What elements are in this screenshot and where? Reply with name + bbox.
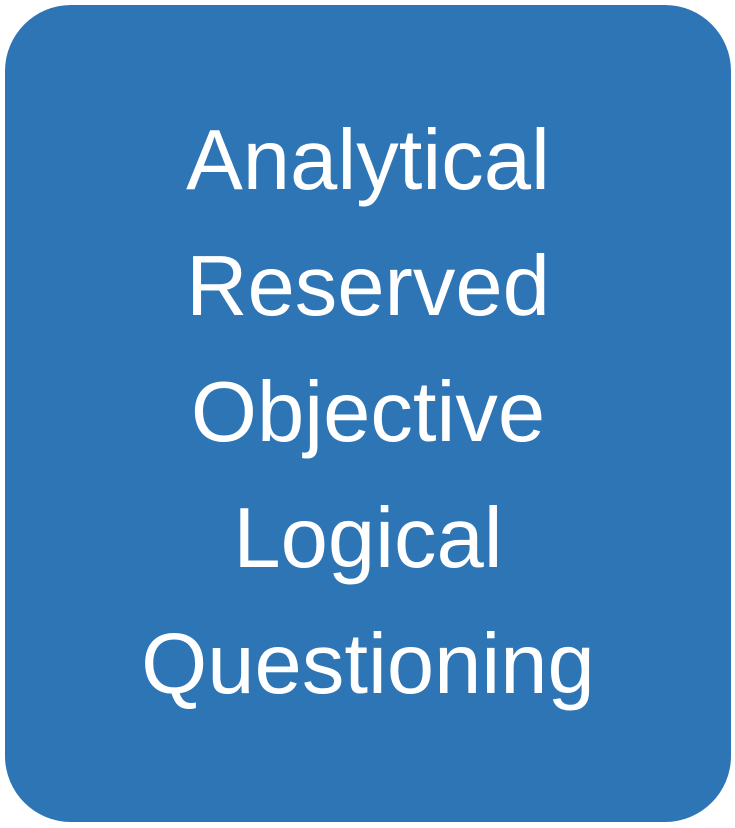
trait-questioning: Questioning <box>141 617 595 712</box>
trait-box: Analytical Reserved Objective Logical Qu… <box>5 5 731 822</box>
trait-logical: Logical <box>233 491 503 586</box>
trait-reserved: Reserved <box>186 239 550 334</box>
trait-list: Analytical Reserved Objective Logical Qu… <box>5 98 731 728</box>
trait-objective: Objective <box>190 365 546 460</box>
trait-analytical: Analytical <box>186 113 550 208</box>
